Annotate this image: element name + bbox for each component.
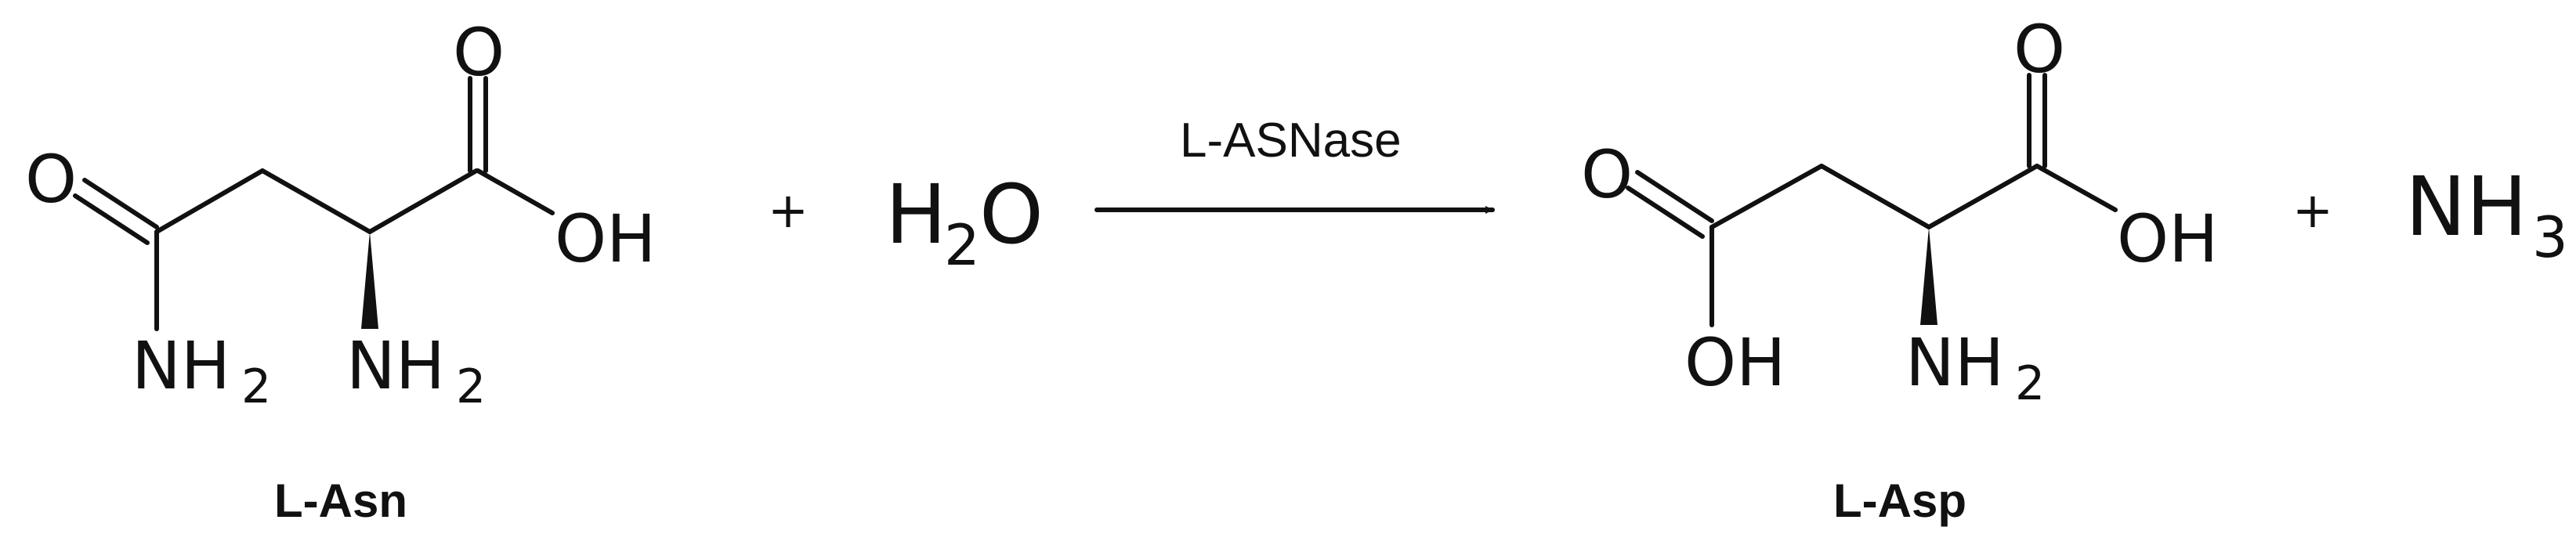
label-l-asn: L-Asn (274, 475, 407, 527)
plus-sign-1: + (768, 182, 809, 239)
bond-amide-co-2 (73, 193, 150, 245)
ammonia-nh: NH (2405, 159, 2527, 254)
bond-ch2-calpha-2 (1819, 164, 1931, 229)
ammonia-formula: NH 3 (2405, 159, 2568, 270)
bond-amide-ch2 (154, 168, 265, 234)
bond-side-co-1 (1635, 170, 1714, 223)
bond-side-co-2 (1626, 186, 1705, 239)
wedge-bond-calpha-n (361, 232, 378, 329)
plus-sign-2: + (2292, 182, 2333, 239)
atom-nh-alpha-2: NH (1905, 324, 2004, 401)
bond-acid-oh-2 (2035, 164, 2118, 212)
l-asn-structure: O O OH NH 2 NH 2 L-Asn (25, 14, 656, 527)
atom-hydroxyl-acid: OH (2117, 200, 2218, 277)
atom-oxygen-acid-2: O (2013, 11, 2065, 88)
subscript-2-alpha-2: 2 (2015, 356, 2045, 411)
bond-amide-co-1 (82, 178, 159, 229)
water-formula: H 2 O (885, 167, 1044, 278)
subscript-2-alpha: 2 (456, 359, 486, 414)
bond-side-ch2 (1709, 164, 1824, 229)
bond-calpha-cacid (367, 168, 479, 234)
water-h: H (885, 167, 946, 262)
atom-nh-alpha: NH (346, 327, 445, 404)
l-asp-structure: O O OH OH NH 2 L-Asp (1581, 11, 2218, 527)
ammonia-subscript-3: 3 (2532, 204, 2568, 270)
label-l-asp: L-Asp (1833, 475, 1966, 527)
water-subscript-2: 2 (944, 212, 980, 278)
bond-ch2-calpha (260, 168, 372, 234)
atom-nh-side: NH (132, 327, 230, 404)
bond-acid-oh (476, 168, 555, 215)
wedge-bond-calpha-n-2 (1920, 227, 1937, 325)
atom-oxygen-side: O (1581, 136, 1633, 213)
atom-oxygen-amide: O (25, 141, 77, 218)
atom-hydroxyl-side: OH (1684, 324, 1785, 401)
water-o: O (979, 167, 1044, 262)
atom-hydroxyl: OH (555, 200, 656, 277)
enzyme-label: L-ASNase (1180, 114, 1402, 168)
bond-calpha-cacid-2 (1927, 164, 2039, 229)
atom-oxygen-acid: O (453, 14, 505, 91)
subscript-2-side: 2 (241, 359, 271, 414)
